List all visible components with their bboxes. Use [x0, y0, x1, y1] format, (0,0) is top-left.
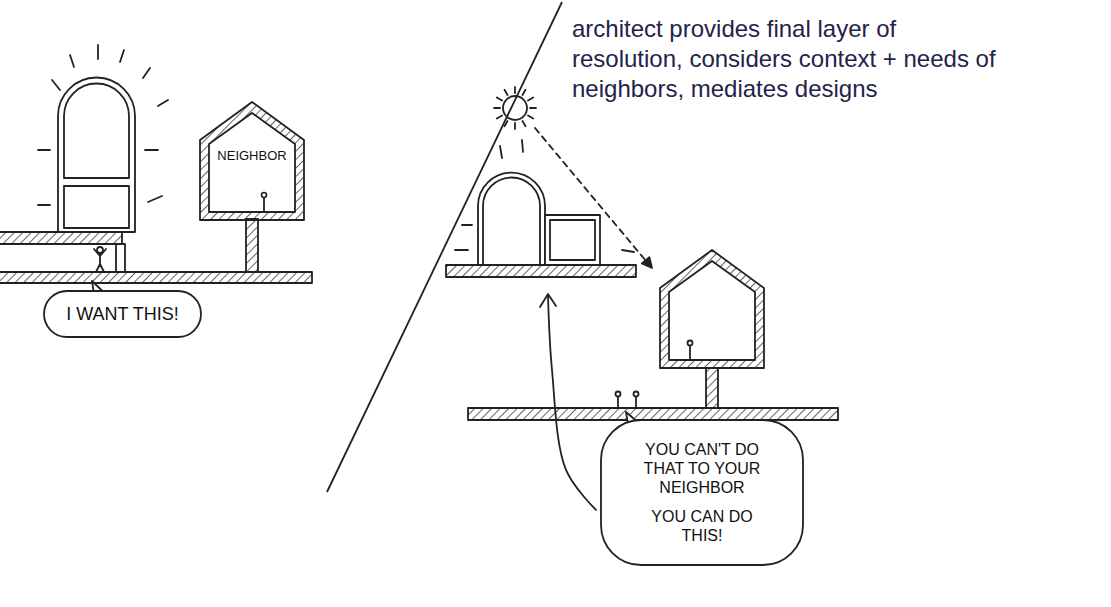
house-stem [706, 368, 718, 408]
arched-volume [478, 173, 545, 265]
speech-text: I WANT THIS! [66, 303, 179, 325]
volume-inner-line [483, 178, 540, 266]
floor-slab [446, 265, 636, 277]
speech-bubble: I WANT THIS! [44, 291, 201, 337]
neighbor-house-drawing [660, 250, 764, 368]
pointer-arrow [548, 296, 596, 510]
bubble-shape [44, 291, 201, 337]
person-figure [94, 247, 106, 272]
arrow-head [540, 294, 556, 307]
tower-inner-line [64, 84, 129, 179]
speech-bubble: YOU CAN'T DO THAT TO YOUR NEIGHBOR YOU CA… [601, 420, 803, 565]
left-scene [0, 45, 312, 283]
person-figure [262, 193, 267, 198]
person-figure [616, 392, 639, 409]
text-group: I WANT THIS! [66, 303, 179, 325]
text-group: YOU CAN'T DO THAT TO YOUR NEIGHBOR YOU CA… [633, 440, 771, 545]
right-scene [446, 87, 838, 420]
speech-text: YOU CAN DO THIS! [633, 507, 771, 545]
tower-inner-line [64, 186, 129, 228]
arrow-head [642, 257, 652, 268]
glow-rays [455, 140, 634, 252]
bubble-shape [601, 420, 803, 565]
house-label: NEIGHBOR [217, 148, 286, 164]
handwritten-note: architect provides final layer of resolu… [572, 14, 1012, 104]
glow-rays [38, 45, 168, 205]
tower-volume [58, 77, 135, 232]
box-volume [545, 215, 600, 265]
ground-section [0, 272, 312, 283]
sun-rays [494, 87, 536, 129]
speech-text: YOU CAN'T DO THAT TO YOUR NEIGHBOR [633, 440, 771, 497]
floor-slab [0, 232, 122, 244]
person-figure [263, 198, 265, 212]
text-group: NEIGHBOR [200, 102, 304, 164]
wall-column [116, 244, 125, 272]
ground-section [468, 408, 838, 420]
house-wall [200, 102, 304, 220]
house-stem [246, 219, 258, 272]
sun-symbol [503, 96, 527, 120]
volume-inner-line [550, 220, 595, 260]
neighbor-house: NEIGHBOR [200, 102, 304, 220]
